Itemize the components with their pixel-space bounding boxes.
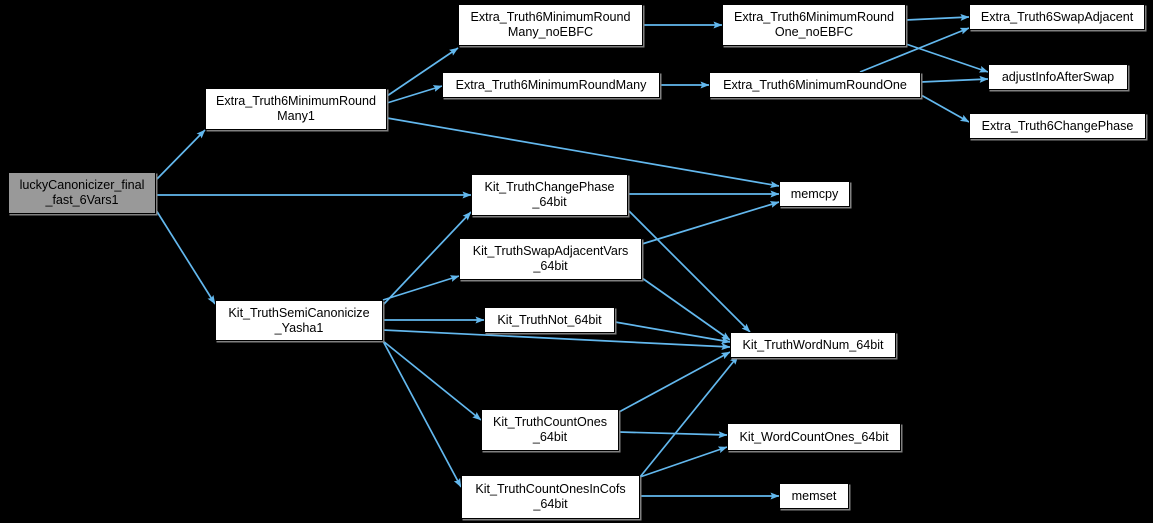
graph-node-semicanon[interactable]: Kit_TruthSemiCanonicize _Yasha1 (215, 300, 383, 341)
graph-node-label: adjustInfoAfterSwap (1001, 69, 1115, 84)
graph-edge-countonescofs-to-wordnum (639, 355, 739, 478)
graph-edge-semicanon-to-countonescofs (382, 340, 462, 488)
graph-node-label: Kit_TruthChangePhase _64bit (484, 180, 615, 209)
graph-node-adjustinfo[interactable]: adjustInfoAfterSwap (988, 64, 1128, 90)
graph-node-label: memset (791, 488, 837, 503)
graph-edge-kitswapadj-to-memcpy (641, 201, 780, 245)
graph-node-label: Extra_Truth6MinimumRound One_noEBFC (733, 10, 895, 39)
graph-edge-root-to-emrmany1 (155, 129, 206, 181)
graph-node-label: Extra_Truth6SwapAdjacent (980, 9, 1134, 24)
graph-edge-kitnot-to-wordnum (614, 321, 731, 344)
graph-node-label: Extra_Truth6MinimumRoundOne (723, 77, 907, 92)
graph-edge-semicanon-to-kitchangephase (382, 211, 472, 306)
graph-edge-kitswapadj-to-wordnum (641, 277, 731, 341)
graph-node-label: Extra_Truth6MinimumRoundMany (455, 77, 647, 92)
graph-node-label: Extra_Truth6MinimumRound Many1 (215, 94, 377, 123)
graph-node-kitswapadj[interactable]: Kit_TruthSwapAdjacentVars _64bit (459, 238, 642, 280)
graph-edge-countonescofs-to-wordcountones (639, 446, 728, 478)
graph-edge-countones-to-wordcountones (618, 431, 728, 439)
graph-node-label: Kit_TruthCountOnes _64bit (493, 415, 607, 444)
graph-node-emrone[interactable]: Extra_Truth6MinimumRoundOne (709, 72, 921, 98)
graph-node-label: luckyCanonicizer_final _fast_6Vars1 (19, 178, 145, 207)
graph-node-label: Kit_TruthNot_64bit (497, 312, 602, 327)
graph-node-kitchangephase[interactable]: Kit_TruthChangePhase _64bit (471, 174, 628, 216)
graph-edge-emronenoebfc-to-swapadjacent (905, 13, 970, 21)
graph-node-label: Kit_WordCountOnes_64bit (739, 429, 889, 444)
graph-node-memset[interactable]: memset (779, 483, 849, 509)
graph-node-swapadjacent[interactable]: Extra_Truth6SwapAdjacent (969, 4, 1145, 30)
graph-node-emrmany1[interactable]: Extra_Truth6MinimumRound Many1 (205, 88, 387, 130)
graph-node-label: Kit_TruthSemiCanonicize _Yasha1 (228, 305, 370, 335)
graph-node-label: Extra_Truth6ChangePhase (981, 118, 1134, 133)
graph-node-kitnot[interactable]: Kit_TruthNot_64bit (484, 307, 615, 333)
graph-node-countonescofs[interactable]: Kit_TruthCountOnesInCofs _64bit (461, 475, 640, 519)
graph-edge-kitchangephase-to-wordnum (627, 209, 751, 333)
graph-edge-countones-to-wordnum (618, 351, 731, 413)
graph-node-label: Extra_Truth6MinimumRound Many_noEBFC (470, 10, 631, 39)
graph-node-label: memcpy (790, 186, 839, 201)
graph-node-memcpy[interactable]: memcpy (779, 181, 850, 207)
graph-node-changephase[interactable]: Extra_Truth6ChangePhase (969, 113, 1146, 139)
graph-node-label: Kit_TruthSwapAdjacentVars _64bit (472, 244, 629, 273)
graph-node-emronenoebfc[interactable]: Extra_Truth6MinimumRound One_noEBFC (722, 4, 906, 46)
graph-node-label: Kit_TruthCountOnesInCofs _64bit (475, 482, 626, 511)
graph-edge-emronenoebfc-to-adjustinfo (905, 43, 989, 73)
graph-node-root[interactable]: luckyCanonicizer_final _fast_6Vars1 (8, 172, 156, 214)
graph-edge-emrmany1-to-emrmany (386, 85, 443, 104)
graph-node-label: Kit_TruthWordNum_64bit (742, 337, 884, 352)
graph-edge-emrone-to-adjustinfo (920, 75, 989, 83)
graph-node-wordcountones[interactable]: Kit_WordCountOnes_64bit (727, 423, 901, 451)
graph-node-countones[interactable]: Kit_TruthCountOnes _64bit (481, 409, 619, 451)
graph-node-wordnum[interactable]: Kit_TruthWordNum_64bit (730, 332, 896, 358)
graph-node-emrmany[interactable]: Extra_Truth6MinimumRoundMany (442, 72, 660, 98)
graph-node-emrmanynoebfc[interactable]: Extra_Truth6MinimumRound Many_noEBFC (458, 4, 643, 46)
graph-edge-root-to-semicanon (155, 209, 216, 305)
graph-edge-semicanon-to-countones (382, 340, 482, 421)
graph-edge-semicanon-to-kitswapadj (382, 275, 460, 301)
graph-edge-emrone-to-changephase (920, 94, 970, 123)
